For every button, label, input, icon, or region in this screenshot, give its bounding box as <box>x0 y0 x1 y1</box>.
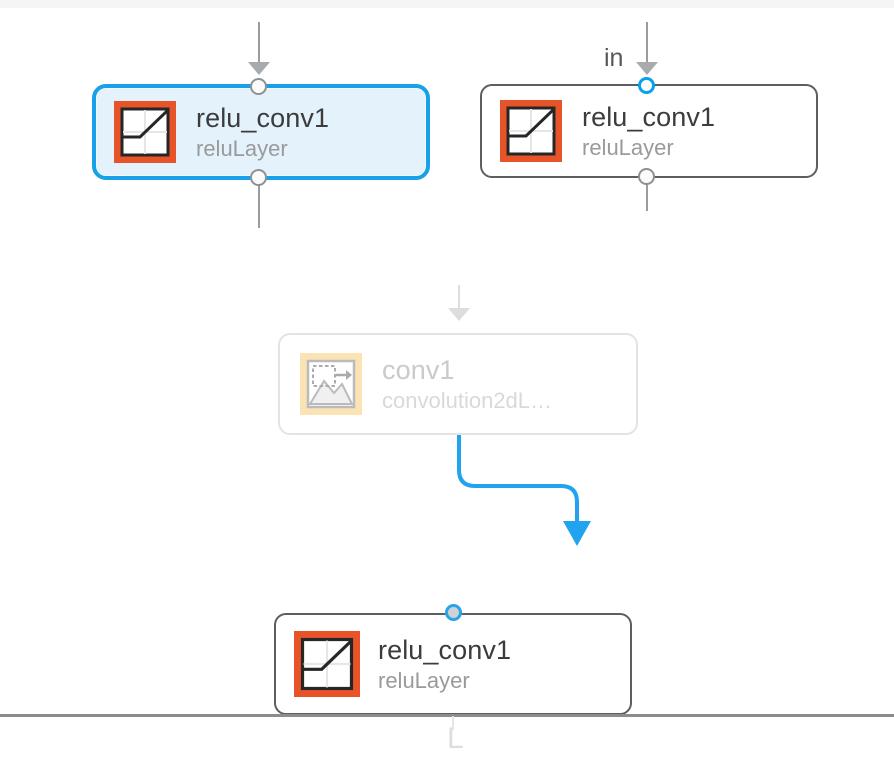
port-out-block2[interactable] <box>638 168 655 185</box>
block-label-group: relu_conv1 reluLayer <box>378 634 512 694</box>
relu-layer-icon <box>498 98 564 164</box>
block-subtitle: reluLayer <box>196 136 288 162</box>
port-in-block4[interactable] <box>445 604 462 621</box>
arrowhead-into-block2 <box>636 62 658 75</box>
bottom-l-glyph: L <box>447 722 464 755</box>
convolution-layer-icon <box>298 351 364 417</box>
block-label-group: relu_conv1 reluLayer <box>582 101 716 161</box>
bottom-divider <box>0 714 894 717</box>
relu-layer-icon <box>294 631 360 697</box>
block-title: relu_conv1 <box>196 102 330 133</box>
block-label-group: conv1 convolution2dL… <box>382 354 553 414</box>
wire-into-block1 <box>258 22 260 70</box>
port-out-block1[interactable] <box>250 169 267 186</box>
block-subtitle: reluLayer <box>378 668 470 694</box>
wire-into-block2 <box>646 22 648 70</box>
block-title: relu_conv1 <box>378 634 512 665</box>
block-relu-conv1-selected[interactable]: relu_conv1 reluLayer <box>92 84 430 180</box>
wire-out-of-block2 <box>646 183 648 211</box>
wire-into-conv1 <box>458 285 460 311</box>
arrowhead-into-conv1 <box>448 308 470 321</box>
block-title: conv1 <box>382 354 455 385</box>
arrowhead-into-block1 <box>248 62 270 75</box>
top-edge-band <box>0 0 894 8</box>
block-label-group: relu_conv1 reluLayer <box>196 102 330 162</box>
port-in-block1[interactable] <box>250 78 267 95</box>
block-conv1-ghost[interactable]: conv1 convolution2dL… <box>278 333 638 435</box>
block-subtitle: convolution2dL… <box>382 388 553 414</box>
wire-out-of-block4 <box>452 716 454 730</box>
wire-out-of-block1 <box>258 184 260 228</box>
block-title: relu_conv1 <box>582 101 716 132</box>
block-relu-conv1-target[interactable]: relu_conv1 reluLayer <box>274 613 632 715</box>
port-in-label: in <box>604 44 624 72</box>
relu-layer-icon <box>112 99 178 165</box>
port-in-block2[interactable] <box>638 77 655 94</box>
block-subtitle: reluLayer <box>582 135 674 161</box>
block-relu-conv1-hover[interactable]: relu_conv1 reluLayer <box>480 84 818 178</box>
